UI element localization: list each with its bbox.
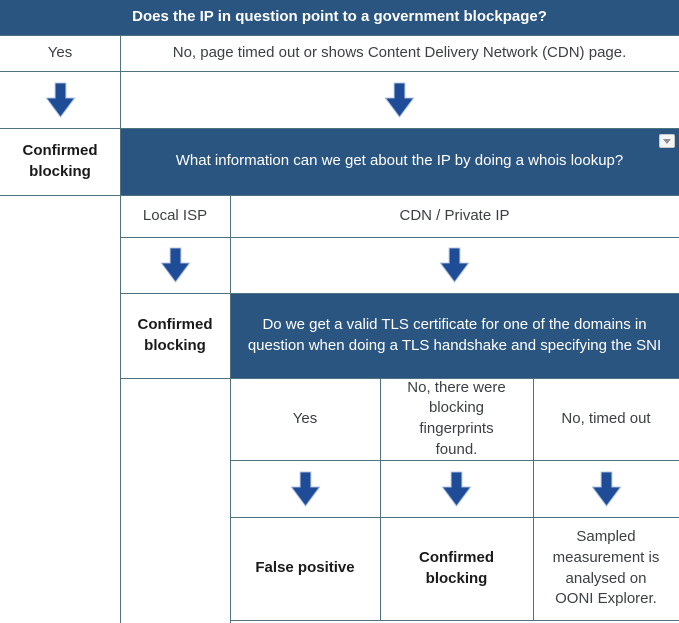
dropdown-button[interactable] xyxy=(659,134,675,148)
question-2-header: What information can we get about the IP… xyxy=(120,128,679,195)
question-1-header: Does the IP in question point to a gover… xyxy=(0,0,679,35)
question-3-header: Do we get a valid TLS certificate for on… xyxy=(230,293,679,378)
question-3-text: Do we get a valid TLS certificate for on… xyxy=(247,315,662,354)
answer-q1-yes: Yes xyxy=(0,35,120,71)
table-border-line xyxy=(120,378,679,379)
arrow-down-icon xyxy=(289,471,321,507)
outcome-false-positive: False positive xyxy=(230,517,380,620)
arrow-cell-q3-yes xyxy=(230,460,380,517)
answer-q1-no: No, page timed out or shows Content Deli… xyxy=(120,35,679,71)
answer-q1-no-text: No, page timed out or shows Content Deli… xyxy=(172,43,627,61)
table-border-line xyxy=(0,71,679,72)
chevron-down-icon xyxy=(663,138,671,144)
outcome-confirmed-blocking-1-text: Confirmed blocking xyxy=(22,141,98,180)
outcome-sampled-measurement: Sampled measurement is analysed on OONI … xyxy=(533,517,679,620)
arrow-cell-q1-no xyxy=(120,71,679,128)
table-border-line xyxy=(380,378,381,620)
arrow-cell-q2-local xyxy=(120,237,230,293)
answer-q3-yes: Yes xyxy=(230,378,380,460)
arrow-down-icon xyxy=(159,247,191,283)
arrow-down-icon xyxy=(44,82,76,118)
question-1-text: Does the IP in question point to a gover… xyxy=(132,8,547,26)
answer-q2-local-isp-text: Local ISP xyxy=(142,206,208,224)
answer-q1-yes-text: Yes xyxy=(47,43,73,61)
answer-q2-cdn: CDN / Private IP xyxy=(230,195,679,237)
arrow-down-icon xyxy=(590,471,622,507)
arrow-down-icon xyxy=(441,471,472,507)
answer-q2-local-isp: Local ISP xyxy=(120,195,230,237)
table-border-line xyxy=(230,517,679,518)
arrow-down-icon xyxy=(439,247,470,283)
table-border-line xyxy=(120,293,679,294)
answer-q3-fingerprints-text: No, there were blocking fingerprints fou… xyxy=(407,378,506,458)
outcome-confirmed-blocking-2: Confirmed blocking xyxy=(120,293,230,378)
answer-q3-yes-text: Yes xyxy=(292,409,318,427)
outcome-confirmed-blocking-3-text: Confirmed blocking xyxy=(419,548,494,587)
table-border-line xyxy=(0,128,679,129)
table-border-line xyxy=(533,378,534,620)
table-border-line xyxy=(120,35,121,623)
question-2-text: What information can we get about the IP… xyxy=(175,152,624,170)
answer-q3-timeout-text: No, timed out xyxy=(561,409,651,427)
arrow-cell-q3-fingerprints xyxy=(380,460,533,517)
table-border-line xyxy=(120,237,679,238)
outcome-confirmed-blocking-3: Confirmed blocking xyxy=(380,517,533,620)
table-border-line xyxy=(0,195,679,196)
arrow-down-icon xyxy=(384,82,415,118)
table-border-line xyxy=(0,35,679,36)
table-border-line xyxy=(230,195,231,623)
outcome-sampled-measurement-text: Sampled measurement is analysed on OONI … xyxy=(552,528,660,608)
arrow-cell-q1-yes xyxy=(0,71,120,128)
outcome-false-positive-text: False positive xyxy=(255,559,355,577)
arrow-cell-q2-cdn xyxy=(230,237,679,293)
answer-q3-timeout: No, timed out xyxy=(533,378,679,460)
table-border-line xyxy=(230,620,679,621)
answer-q2-cdn-text: CDN / Private IP xyxy=(399,206,510,224)
answer-q3-fingerprints: No, there were blocking fingerprints fou… xyxy=(380,378,533,460)
outcome-confirmed-blocking-2-text: Confirmed blocking xyxy=(137,315,213,354)
outcome-confirmed-blocking-1: Confirmed blocking xyxy=(0,128,120,195)
arrow-cell-q3-timeout xyxy=(533,460,679,517)
table-border-line xyxy=(230,460,679,461)
